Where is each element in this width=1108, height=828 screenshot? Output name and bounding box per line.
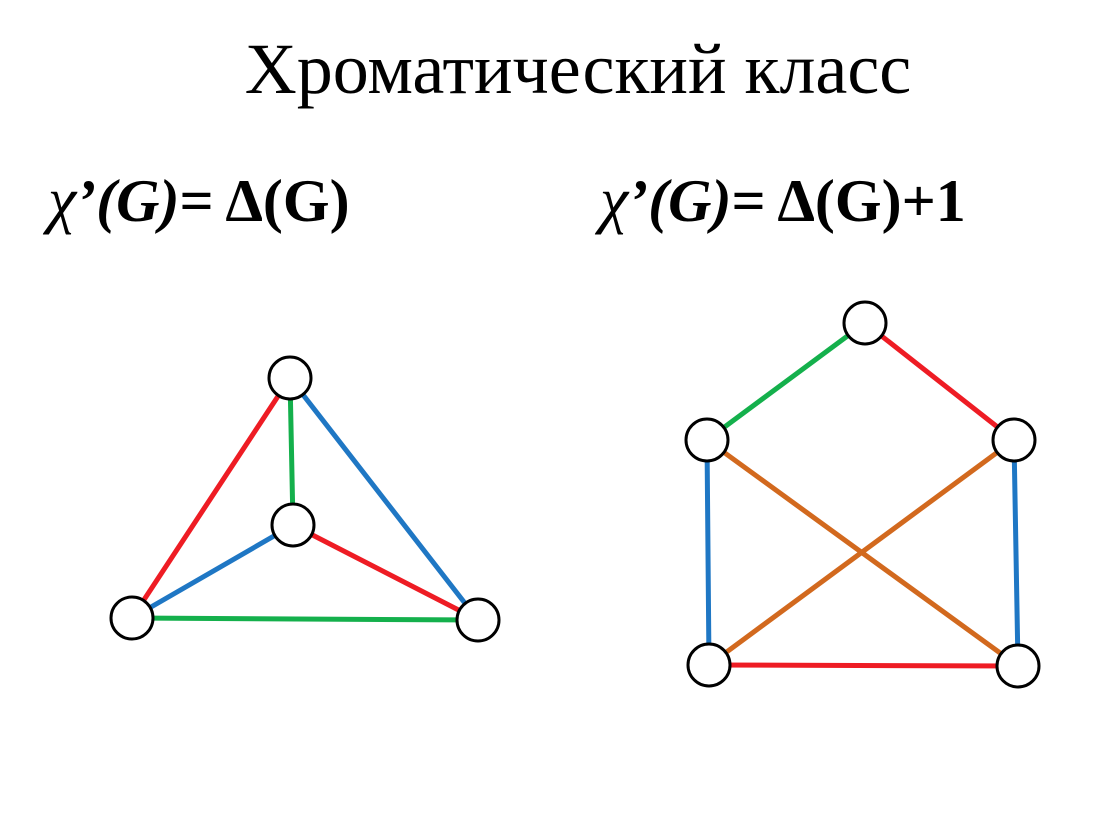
formula-left: χ’(G)= Δ(G) xyxy=(48,168,350,232)
vertex-upper-left xyxy=(684,417,730,463)
edge-top-bottom-left xyxy=(129,375,293,621)
prime-g: ’(G) xyxy=(76,168,180,234)
edge-bottom-left-bottom-right xyxy=(129,615,481,623)
chi-symbol: χ xyxy=(600,164,629,235)
chi-symbol: χ xyxy=(48,164,77,235)
edge-top-upper-right xyxy=(862,320,1017,443)
edge-upper-left-lower-left xyxy=(704,437,712,668)
slide-title: Хроматический класс xyxy=(244,29,912,109)
edge-upper-right-lower-left xyxy=(706,437,1017,668)
equals-delta: = Δ(G) xyxy=(179,168,350,234)
formula-right: χ’(G)= Δ(G)+1 xyxy=(600,168,966,232)
edge-upper-right-lower-right xyxy=(1011,437,1021,669)
edge-lower-left-lower-right xyxy=(706,662,1021,669)
vertex-upper-right xyxy=(991,417,1037,463)
edge-top-upper-left xyxy=(704,320,868,443)
vertex-lower-right xyxy=(995,643,1041,689)
edge-top-bottom-right xyxy=(287,375,481,623)
vertex-lower-left xyxy=(686,642,732,688)
vertex-bottom-left xyxy=(109,595,155,641)
vertex-bottom-right xyxy=(455,597,501,643)
equals-delta-plus-one: = Δ(G)+1 xyxy=(731,168,966,234)
vertex-center xyxy=(270,502,316,548)
edge-center-bottom-left xyxy=(129,522,296,621)
edge-center-bottom-right xyxy=(290,522,481,623)
graph-right xyxy=(684,300,1041,689)
vertex-top xyxy=(842,300,888,346)
graph-left xyxy=(109,355,501,643)
prime-g: ’(G) xyxy=(628,168,732,234)
edge-top-center xyxy=(287,375,296,528)
vertex-top xyxy=(267,355,313,401)
